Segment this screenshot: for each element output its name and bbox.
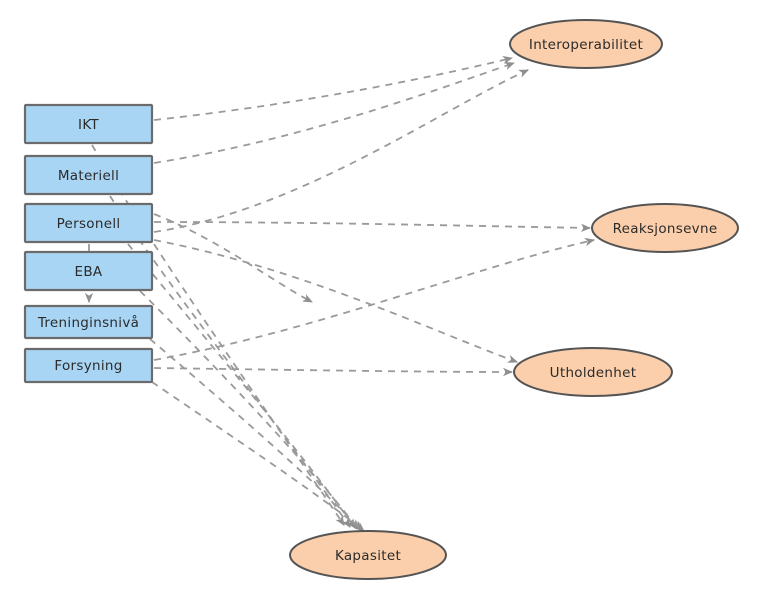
node-personell-label: Personell <box>57 216 121 232</box>
node-treninginsniva[interactable]: Treninginsnivå <box>23 304 154 340</box>
edge-layer <box>84 56 595 532</box>
node-treninginsniva-label: Treninginsnivå <box>37 314 139 331</box>
node-interoperabilitet[interactable]: Interoperabilitet <box>509 19 663 69</box>
node-utholdenhet-label: Utholdenhet <box>550 365 637 381</box>
node-eba[interactable]: EBA <box>23 250 154 292</box>
edge-materiell-interoperabilitet <box>153 61 515 164</box>
node-utholdenhet[interactable]: Utholdenhet <box>513 347 673 397</box>
node-kapasitet[interactable]: Kapasitet <box>289 530 447 580</box>
edge-personell-interoperabilitet <box>153 69 529 233</box>
node-ikt[interactable]: IKT <box>23 103 154 145</box>
edge-forsyning-utholdenhet <box>153 367 513 377</box>
edge-ikt-interoperabilitet <box>153 56 513 121</box>
edge-forsyning-kapasitet <box>151 381 365 532</box>
node-kapasitet-label: Kapasitet <box>335 548 401 564</box>
node-eba-label: EBA <box>75 264 103 280</box>
node-forsyning[interactable]: Forsyning <box>23 347 154 384</box>
node-interoperabilitet-label: Interoperabilitet <box>529 37 643 53</box>
edge-personell-utholdenhet <box>153 239 518 363</box>
edge-trening-kapasitet <box>149 338 362 531</box>
node-ikt-label: IKT <box>78 117 99 133</box>
input-node-layer: IKT Materiell Personell EBA Treningi <box>23 103 154 384</box>
node-forsyning-label: Forsyning <box>54 358 122 374</box>
node-personell[interactable]: Personell <box>23 202 154 244</box>
node-reaksjonsevne-label: Reaksjonsevne <box>613 221 718 237</box>
node-reaksjonsevne[interactable]: Reaksjonsevne <box>591 203 739 253</box>
edge-personell-kapasitet <box>127 243 356 529</box>
edge-eba-kapasitet <box>139 290 359 530</box>
node-materiell[interactable]: Materiell <box>23 154 154 196</box>
edge-personell-reaksjonsevne <box>153 221 591 233</box>
node-materiell-label: Materiell <box>58 168 119 184</box>
output-node-layer: Interoperabilitet Reaksjonsevne Utholden… <box>289 19 739 580</box>
